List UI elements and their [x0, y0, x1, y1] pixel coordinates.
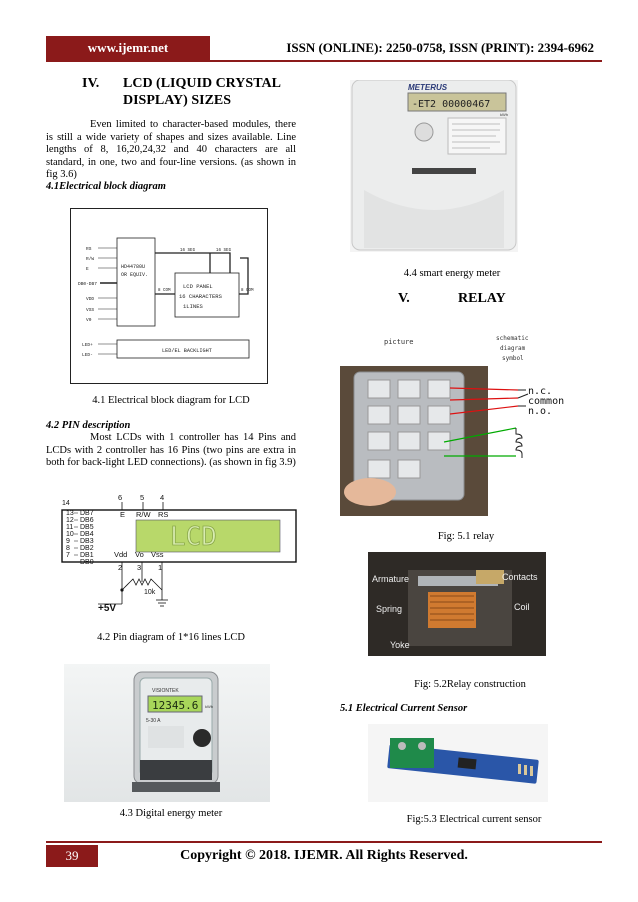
pin-number: 7 — [66, 552, 70, 559]
pin-label: DB4 — [80, 531, 94, 538]
panel-label: LCD PANEL — [183, 283, 213, 290]
pin-number: 5 — [140, 493, 144, 502]
page-header: www.ijemr.net ISSN (ONLINE): 2250-0758, … — [46, 36, 602, 62]
lcd-block-diagram: RS R/W E DB0-DB7 VDD VSS V0 LED+ LED- HD… — [70, 208, 268, 384]
contacts-label: Contacts — [502, 572, 538, 582]
digital-energy-meter-photo: VISIONTEK 12345.6 kWh 5-30 A — [64, 664, 270, 802]
pin-number: 8 — [66, 545, 70, 552]
subsection-4-2: 4.2 PIN description — [46, 420, 131, 431]
section-title-4-line1: LCD (LIQUID CRYSTAL — [123, 76, 281, 91]
lcd-pin-diagram: LCD 14 13 12 11 10 9 8 7 DB7 DB6 DB5 DB4… — [58, 490, 300, 614]
copyright: Copyright © 2018. IJEMR. All Rights Rese… — [180, 848, 468, 863]
page-footer: 39 Copyright © 2018. IJEMR. All Rights R… — [46, 841, 602, 869]
section-title-4-line2: DISPLAY) SIZES — [123, 93, 232, 108]
pin-number: 11 — [66, 524, 73, 531]
smart-energy-meter-photo: METERUS -ET2 00000467 kWh — [350, 80, 518, 252]
caption-5-1: Fig: 5.1 relay — [437, 531, 495, 542]
pin-label: DB5 — [80, 524, 94, 531]
pin-label: DB3 — [80, 538, 94, 545]
subsection-4-1: 4.1Electrical block diagram — [46, 181, 166, 192]
backlight-label: LED/EL BACKLIGHT — [162, 348, 212, 354]
paragraph-lcd-sizes: Even limited to character-based modules,… — [46, 119, 296, 181]
caption-4-2: 4.2 Pin diagram of 1*16 lines LCD — [97, 632, 245, 643]
current-sensor-photo — [368, 724, 548, 802]
pin-number: 1 — [158, 563, 162, 572]
pin-number: 9 — [66, 538, 70, 545]
armature-label: Armature — [372, 574, 409, 584]
pin-label: DB0-DB7 — [78, 281, 97, 287]
relay-figure: picture schematic diagram symbol n.c. co… — [340, 332, 578, 516]
pin-number: 2 — [118, 563, 122, 572]
pin-label: R/W — [136, 510, 152, 519]
caption-4-1: 4.1 Electrical block diagram for LCD — [92, 395, 250, 406]
controller-label: HD44780U — [121, 264, 145, 270]
meter-unit: kWh — [205, 704, 213, 709]
spring-label: Spring — [376, 604, 402, 614]
subsection-5-1: 5.1 Electrical Current Sensor — [340, 703, 468, 714]
pin-label: E — [120, 510, 125, 519]
controller-label: OR EQUIV. — [121, 272, 148, 278]
section-number-4: IV. — [82, 76, 100, 91]
meter-brand: VISIONTEK — [152, 688, 179, 694]
pin-label: VDD — [86, 296, 94, 302]
pin-number: 10 — [66, 531, 74, 538]
yoke-label: Yoke — [390, 640, 410, 650]
pin-label: RS — [86, 246, 92, 252]
journal-issn: ISSN (ONLINE): 2250-0758, ISSN (PRINT): … — [286, 40, 594, 55]
pin-label: VSS — [86, 307, 94, 313]
panel-label: 16 CHARACTERS — [179, 293, 223, 300]
paragraph-pin-description: Most LCDs with 1 controller has 14 Pins … — [46, 432, 296, 469]
pin-label: RS — [158, 510, 168, 519]
caption-4-4: 4.4 smart energy meter — [403, 268, 501, 279]
section-number-5: V. — [398, 291, 410, 306]
pin-label: LED+ — [82, 342, 93, 348]
pin-label: E — [86, 266, 89, 272]
seg-label: 16 SEG — [180, 249, 196, 253]
relay-picture-label: picture — [384, 338, 414, 346]
pin-label: V0 — [86, 317, 92, 323]
pin-number: 14 — [62, 500, 70, 507]
supply-label: +5V — [98, 603, 116, 614]
com-label: 8 COM — [241, 289, 254, 293]
pin-label: Vdd — [114, 550, 127, 559]
pot-label: 10k — [144, 589, 156, 596]
pin-label: R/W — [86, 256, 94, 262]
pin-label: DB7 — [80, 510, 94, 517]
lcd-screen-text: LCD — [170, 522, 217, 552]
relay-nc-label: n.c. — [528, 386, 552, 397]
meter-reading: 12345.6 — [152, 699, 198, 712]
com-label: 8 COM — [158, 289, 171, 293]
pin-number: 13 — [66, 510, 74, 517]
pin-label: Vss — [151, 550, 164, 559]
pin-number: 6 — [118, 493, 122, 502]
page-number: 39 — [46, 845, 98, 867]
relay-construction-photo: Armature Contacts Spring Coil Yoke — [368, 552, 546, 656]
caption-5-2: Fig: 5.2Relay construction — [414, 679, 526, 690]
caption-5-3: Fig:5.3 Electrical current sensor — [406, 814, 542, 825]
caption-4-3: 4.3 Digital energy meter — [119, 808, 223, 819]
pin-label: DB2 — [80, 545, 94, 552]
relay-no-label: n.o. — [528, 406, 552, 417]
pin-number: 3 — [137, 563, 141, 572]
pin-label: DB1 — [80, 552, 94, 559]
seg-label: 16 SEG — [216, 249, 232, 253]
smart-meter-reading: -ET2 00000467 — [412, 99, 490, 110]
pin-label: LED- — [82, 352, 93, 358]
panel-label: 1LINES — [183, 303, 204, 310]
coil-label: Coil — [514, 602, 530, 612]
pin-label: Vo — [135, 550, 144, 559]
pin-number: 12 — [66, 517, 74, 524]
relay-schematic-label: symbol — [502, 355, 524, 362]
meter-amps: 5-30 A — [146, 718, 161, 724]
relay-schematic-label: diagram — [500, 345, 526, 352]
pin-number: 4 — [160, 493, 164, 502]
section-title-5: RELAY — [458, 291, 506, 306]
relay-common-label: common — [528, 396, 564, 407]
relay-schematic-label: schematic — [496, 335, 529, 342]
smart-meter-unit: kWh — [500, 112, 508, 117]
journal-site: www.ijemr.net — [46, 36, 210, 60]
pin-label: DB6 — [80, 517, 94, 524]
pin-label: DB0 — [80, 559, 94, 566]
smart-meter-brand: METERUS — [408, 83, 448, 92]
